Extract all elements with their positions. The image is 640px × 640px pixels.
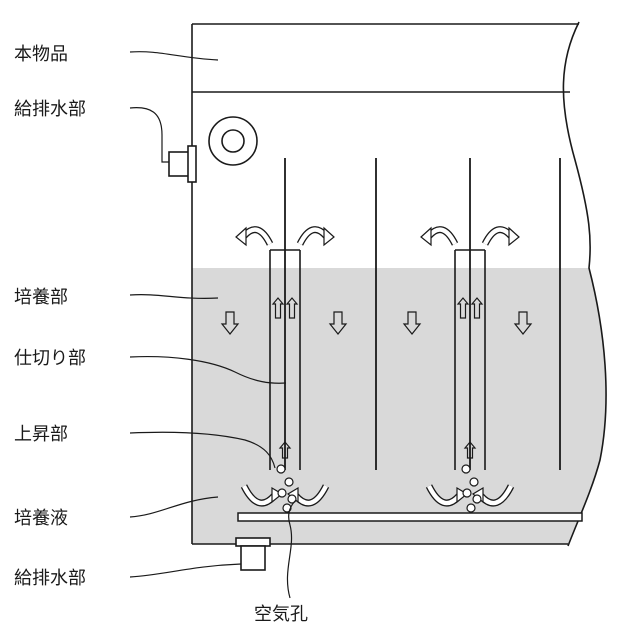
bubble-icon xyxy=(470,478,478,486)
label-riser: 上昇部 xyxy=(14,424,68,445)
bubble-icon xyxy=(277,465,285,473)
label-supply-drain-bottom: 給排水部 xyxy=(14,568,86,589)
air-pipe xyxy=(238,513,582,521)
bubble-icon xyxy=(467,504,475,512)
label-partition: 仕切り部 xyxy=(14,348,86,369)
supply-drain-fitting-top xyxy=(169,146,196,182)
supply-drain-fitting-bottom xyxy=(236,538,270,570)
label-culture-section: 培養部 xyxy=(14,287,68,308)
curved-arrow-icon xyxy=(300,228,334,245)
bubble-icon xyxy=(278,489,286,497)
curved-arrow-icon xyxy=(236,228,270,245)
bubble-icon xyxy=(285,478,293,486)
circular-port-icon xyxy=(209,117,257,165)
bubble-icon xyxy=(473,495,481,503)
label-supply-drain-top: 給排水部 xyxy=(14,99,86,120)
curved-arrow-icon xyxy=(421,228,455,245)
label-product: 本物品 xyxy=(14,44,68,65)
curved-arrow-icon xyxy=(485,228,519,245)
bubble-icon xyxy=(462,465,470,473)
label-air-hole: 空気孔 xyxy=(254,604,308,625)
bubble-icon xyxy=(463,489,471,497)
label-culture-liquid: 培養液 xyxy=(14,508,68,529)
